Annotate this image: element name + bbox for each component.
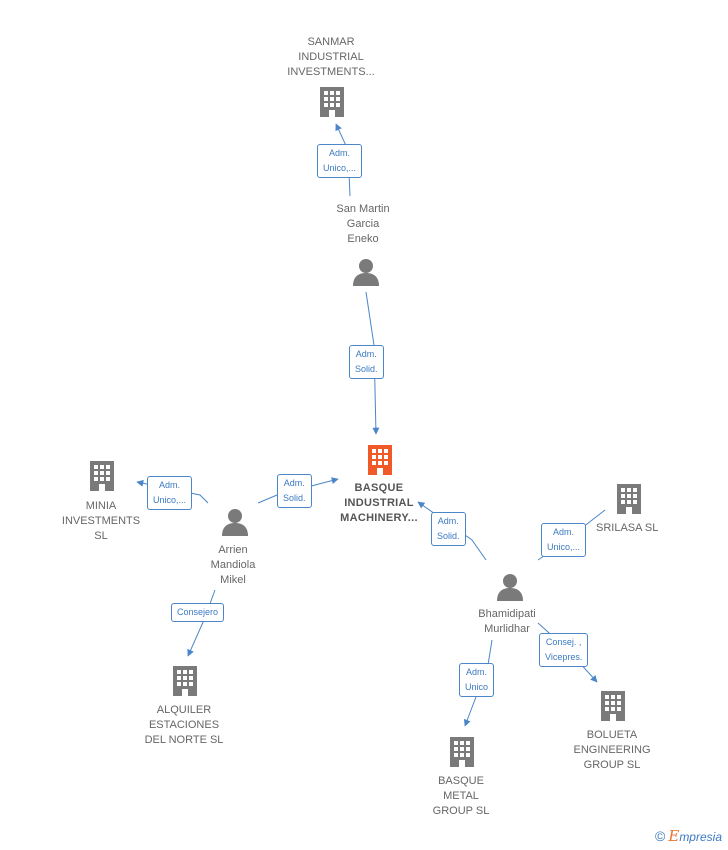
node-sanmar[interactable]: SANMAR INDUSTRIAL INVESTMENTS... bbox=[287, 36, 375, 78]
edge-label-bham-basque[interactable]: Adm.Solid. bbox=[431, 512, 466, 546]
node-minia[interactable]: MINIA INVESTMENTS SL bbox=[61, 500, 141, 542]
edge-label-bham-bolueta[interactable]: Consej. ,Vicepres. bbox=[539, 633, 589, 667]
node-basque-industrial[interactable]: BASQUE INDUSTRIAL MACHINERY... bbox=[340, 482, 418, 524]
edge-label-bham-srilasa[interactable]: Adm.Unico,... bbox=[541, 523, 587, 557]
building-icon[interactable] bbox=[365, 443, 395, 477]
brand-name: mpresia bbox=[679, 830, 722, 844]
building-icon[interactable] bbox=[87, 459, 117, 493]
node-bolueta[interactable]: BOLUETA ENGINEERING GROUP SL bbox=[573, 729, 651, 771]
building-icon[interactable] bbox=[614, 482, 644, 516]
person-icon[interactable] bbox=[351, 257, 381, 287]
edge-label-bham-metal[interactable]: Adm.Unico bbox=[459, 663, 495, 697]
node-bhamidipati[interactable]: Bhamidipati Murlidhar bbox=[478, 608, 536, 635]
building-icon[interactable] bbox=[598, 689, 628, 723]
edge-arrien-alquiler bbox=[187, 589, 216, 657]
node-san-martin[interactable]: San Martin Garcia Eneko bbox=[336, 203, 390, 245]
edge-label-arrien-minia[interactable]: Adm.Unico,... bbox=[147, 476, 193, 510]
node-alquiler[interactable]: ALQUILER ESTACIONES DEL NORTE SL bbox=[144, 704, 224, 746]
edge-label-arrien-basque[interactable]: Adm.Solid. bbox=[277, 474, 312, 508]
node-basque-metal[interactable]: BASQUE METAL GROUP SL bbox=[432, 775, 490, 817]
edge-label-sanmartin-basque[interactable]: Adm.Solid. bbox=[349, 345, 384, 379]
brand-initial: E bbox=[668, 827, 680, 845]
copyright-icon: © bbox=[655, 828, 666, 844]
person-icon[interactable] bbox=[495, 572, 525, 602]
building-icon[interactable] bbox=[170, 664, 200, 698]
edge-label-sanmartin-sanmar[interactable]: Adm.Unico,... bbox=[317, 144, 363, 178]
building-icon[interactable] bbox=[447, 735, 477, 769]
empresia-watermark: ©Empresia bbox=[655, 827, 722, 845]
person-icon[interactable] bbox=[220, 507, 250, 537]
node-arrien[interactable]: Arrien Mandiola Mikel bbox=[210, 544, 256, 586]
building-icon[interactable] bbox=[317, 85, 347, 119]
node-srilasa[interactable]: SRILASA SL bbox=[596, 522, 659, 534]
edge-label-arrien-alquiler[interactable]: Consejero bbox=[171, 603, 225, 622]
